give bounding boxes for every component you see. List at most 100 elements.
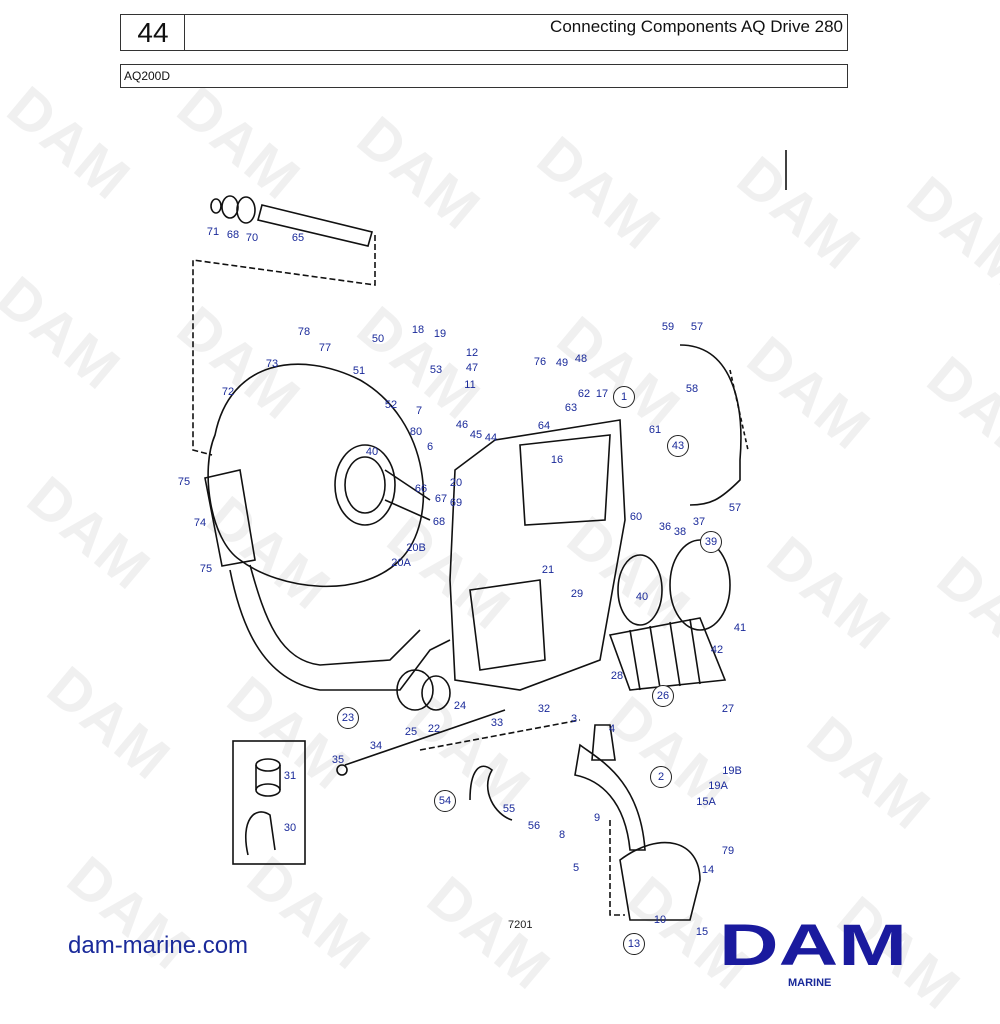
exploded-parts-diagram (192, 150, 787, 921)
part-callout: 75 (177, 476, 191, 488)
bellows (608, 539, 731, 691)
part-callout: 53 (429, 364, 443, 376)
figure-number: 7201 (508, 919, 533, 931)
part-callout: 60 (629, 511, 643, 523)
circled-part-callout: 23 (337, 707, 359, 729)
dashed-guide-line (192, 235, 376, 456)
part-callout: 68 (226, 229, 240, 241)
part-callout: 22 (427, 723, 441, 735)
part-callout: 20A (391, 557, 411, 569)
part-callout: 72 (221, 386, 235, 398)
part-callout: 74 (193, 517, 207, 529)
part-callout: 4 (608, 723, 616, 735)
part-callout: 69 (449, 497, 463, 509)
part-callout: 37 (692, 516, 706, 528)
part-callout: 3 (570, 713, 578, 725)
part-callout: 17 (595, 388, 609, 400)
part-callout: 73 (265, 358, 279, 370)
part-callout: 10 (653, 914, 667, 926)
part-callout: 40 (635, 591, 649, 603)
part-callout: 75 (199, 563, 213, 575)
part-callout: 12 (465, 347, 479, 359)
exhaust-pipe (204, 469, 451, 711)
page-title: Connecting Components AQ Drive 280 (550, 17, 843, 36)
part-callout: 14 (701, 864, 715, 876)
part-callout: 38 (673, 526, 687, 538)
dam-logo: DAM (719, 922, 907, 967)
circled-part-callout: 39 (700, 531, 722, 553)
part-callout: 79 (721, 845, 735, 857)
part-callout: 68 (432, 516, 446, 528)
part-callout: 36 (658, 521, 672, 533)
part-callout: 20 (449, 477, 463, 489)
svg-text:DAM: DAM (719, 922, 907, 967)
part-callout: 45 (469, 429, 483, 441)
part-callout: 16 (550, 454, 564, 466)
part-callout: 56 (527, 820, 541, 832)
dashed-connection-line (419, 719, 625, 916)
part-callout: 6 (426, 441, 434, 453)
part-callout: 15A (696, 796, 716, 808)
part-callout: 55 (502, 803, 516, 815)
website-link[interactable]: dam-marine.com (68, 932, 249, 959)
circled-part-callout: 43 (667, 435, 689, 457)
part-callout: 67 (434, 493, 448, 505)
hose (679, 344, 742, 506)
inset-box (232, 740, 306, 865)
part-callout: 76 (533, 356, 547, 368)
part-callout: 9 (593, 812, 601, 824)
part-callout: 77 (318, 342, 332, 354)
part-callout: 34 (369, 740, 383, 752)
model-box: AQ200D (120, 64, 848, 88)
part-callout: 41 (733, 622, 747, 634)
part-callout: 58 (685, 383, 699, 395)
title-box: Connecting Components AQ Drive 280 (184, 14, 848, 51)
part-callout: 20B (406, 542, 426, 554)
shift-shaft-rod (336, 709, 506, 776)
circled-part-callout: 1 (613, 386, 635, 408)
part-callout: 44 (484, 432, 498, 444)
part-callout: 33 (490, 717, 504, 729)
logo-subtitle: MARINE (788, 977, 832, 989)
page-number: 44 (137, 17, 169, 48)
part-callout: 80 (409, 426, 423, 438)
water-hose (469, 765, 513, 821)
part-callout: 48 (574, 353, 588, 365)
part-callout: 27 (721, 703, 735, 715)
part-callout: 57 (728, 502, 742, 514)
part-callout: 40 (365, 446, 379, 458)
part-callout: 50 (371, 333, 385, 345)
part-callout: 19B (722, 765, 742, 777)
part-callout: 42 (710, 644, 724, 656)
part-callout: 21 (541, 564, 555, 576)
part-callout: 65 (291, 232, 305, 244)
part-callout: 78 (297, 326, 311, 338)
part-callout: 64 (537, 420, 551, 432)
part-callout: 46 (455, 419, 469, 431)
model-name: AQ200D (124, 69, 171, 83)
part-callout: 70 (245, 232, 259, 244)
part-callout: 61 (648, 424, 662, 436)
part-callout: 19 (433, 328, 447, 340)
part-callout: 29 (570, 588, 584, 600)
circled-part-callout: 2 (650, 766, 672, 788)
part-callout: 32 (537, 703, 551, 715)
part-callout: 49 (555, 357, 569, 369)
circled-part-callout: 26 (652, 685, 674, 707)
part-callout: 62 (577, 388, 591, 400)
part-callout: 30 (283, 822, 297, 834)
part-callout: 66 (414, 483, 428, 495)
part-callout: 59 (661, 321, 675, 333)
part-callout: 7 (415, 405, 423, 417)
part-callout: 57 (690, 321, 704, 333)
yoke-and-cover (574, 724, 701, 921)
part-callout: 19A (708, 780, 728, 792)
part-callout: 35 (331, 754, 345, 766)
circled-part-callout: 13 (623, 933, 645, 955)
transom-shield (449, 419, 626, 691)
flywheel-housing (207, 363, 431, 588)
circled-part-callout: 54 (434, 790, 456, 812)
part-callout: 71 (206, 226, 220, 238)
part-callout: 25 (404, 726, 418, 738)
part-callout: 63 (564, 402, 578, 414)
